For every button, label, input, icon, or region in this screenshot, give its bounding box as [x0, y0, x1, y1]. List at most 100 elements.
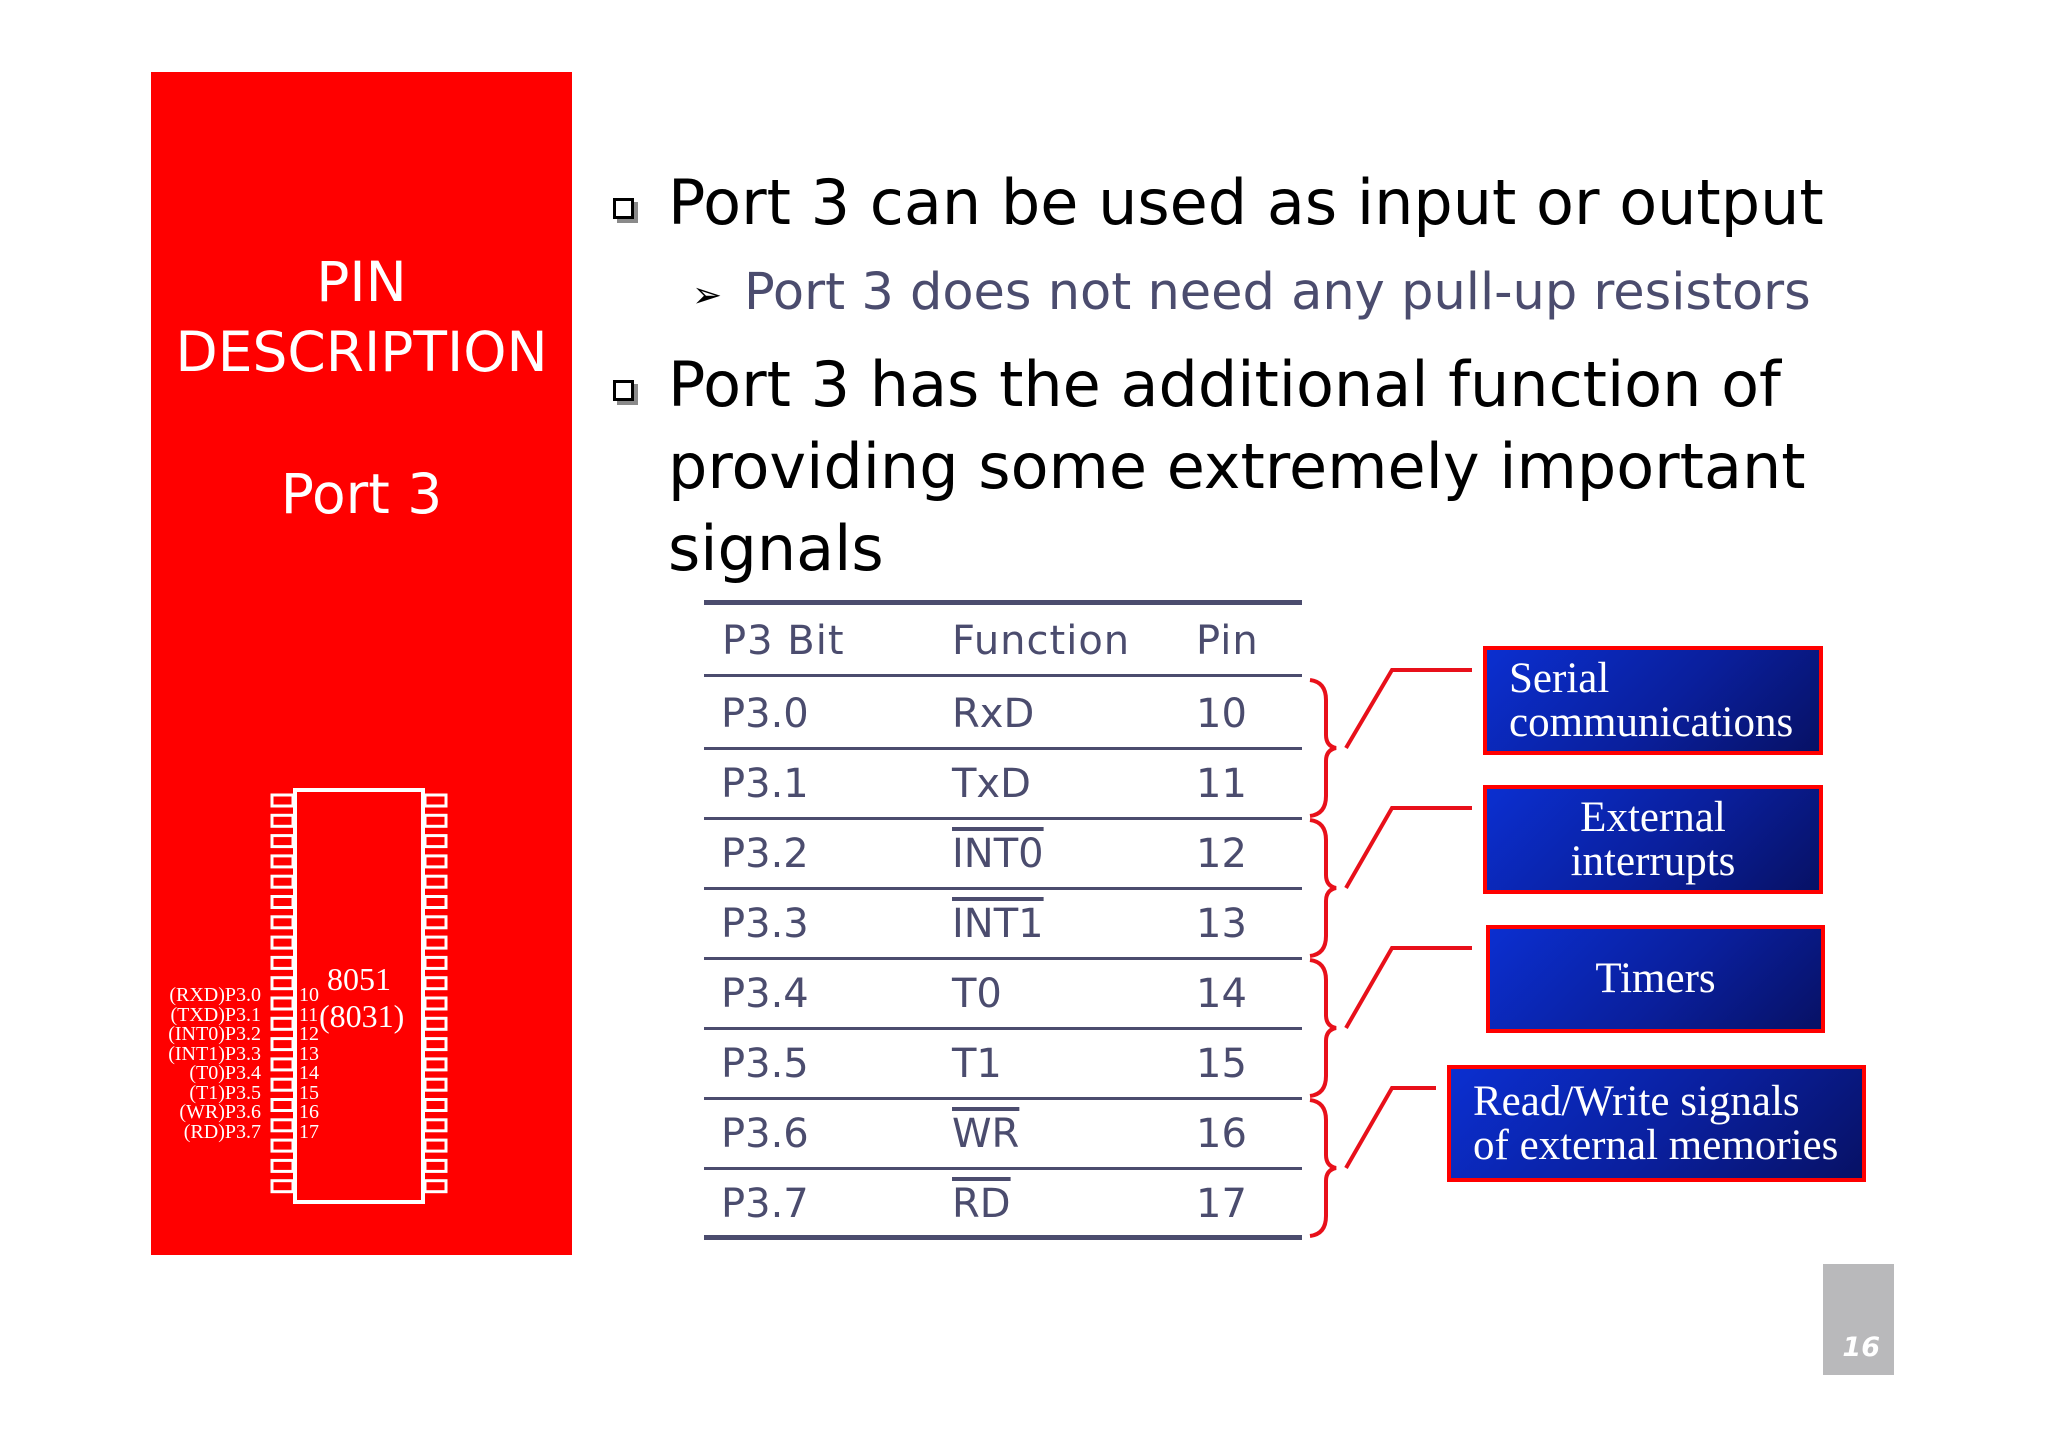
table-top-rule	[704, 600, 1302, 605]
chip-pin-label: (INT0)P3.2	[168, 1023, 261, 1045]
chip-pin-left	[270, 813, 295, 828]
page-number: 16	[1842, 1332, 1880, 1363]
table-cell-bit: P3.4	[721, 971, 809, 1017]
table-row-rule	[704, 1027, 1302, 1030]
table-cell-function: T0	[952, 971, 1002, 1017]
chip-pin-left	[270, 955, 295, 970]
table-row-rule	[704, 747, 1302, 750]
chip-pin-label: (INT1)P3.3	[168, 1042, 261, 1065]
callout-rw-line1: Read/Write signals	[1473, 1077, 1800, 1125]
table-cell-pin: 15	[1196, 1041, 1247, 1087]
chip-pin-left	[270, 996, 295, 1011]
chip-pin-right	[423, 1098, 448, 1112]
chip-pin-right	[423, 1057, 448, 1072]
table-row-rule	[704, 1167, 1302, 1170]
chip-pin-label: (TXD)P3.1	[170, 1003, 261, 1026]
chip-pin-right	[423, 935, 448, 950]
callout-serial-line1: Serial	[1509, 654, 1610, 702]
chip-pin-left	[270, 1016, 295, 1031]
bullet-2-line2: providing some extremely important	[668, 430, 1806, 503]
chip-pin-left	[270, 1057, 295, 1072]
table-header-function: Function	[952, 618, 1131, 664]
table-header-bit: P3 Bit	[722, 618, 845, 664]
table-cell-pin: 14	[1196, 971, 1247, 1017]
chip-pin-left	[270, 895, 295, 909]
table-cell-function: TxD	[952, 761, 1031, 807]
chip-body	[293, 788, 425, 1204]
table-cell-pin: 10	[1196, 691, 1247, 737]
chip-pin-label: (T1)P3.5	[189, 1081, 261, 1104]
callout-external-interrupts: External interrupts	[1483, 785, 1823, 894]
table-cell-pin: 12	[1196, 831, 1247, 877]
chip-pin-right	[423, 915, 448, 930]
table-cell-function: WR	[952, 1111, 1020, 1157]
chip-pin-right	[423, 1158, 448, 1173]
chip-pin-right	[423, 1037, 448, 1052]
callout-rw-line2: of external memories	[1473, 1121, 1839, 1169]
sidebar-subtitle: Port 3	[280, 462, 443, 526]
chip-pin-number: 12	[299, 1023, 319, 1045]
table-cell-bit: P3.6	[721, 1111, 809, 1157]
callout-serial-line2: communications	[1509, 698, 1794, 746]
chip-8051-diagram	[270, 788, 448, 1204]
chip-pin-right	[423, 793, 448, 808]
table-cell-function: T1	[952, 1041, 1002, 1087]
chip-pin-left	[270, 976, 295, 991]
chip-pin-left	[270, 1098, 295, 1112]
chip-pin-right	[423, 813, 448, 828]
table-cell-bit: P3.7	[721, 1181, 809, 1227]
bullet-marker	[613, 198, 634, 219]
table-cell-function: INT0	[952, 831, 1044, 877]
chip-pin-right	[423, 834, 448, 849]
chip-pin-right	[423, 976, 448, 991]
bullet-1: Port 3 can be used as input or output	[668, 166, 1824, 239]
sidebar-title-line2: DESCRIPTION	[175, 320, 548, 384]
table-header-pin: Pin	[1196, 618, 1259, 664]
chip-pin-number: 10	[299, 984, 319, 1006]
bullet-marker	[613, 380, 634, 401]
table-row-rule	[704, 887, 1302, 890]
callout-interrupts-line1: External	[1580, 793, 1726, 841]
table-cell-bit: P3.5	[721, 1041, 809, 1087]
chip-pin-left	[270, 1138, 295, 1153]
chip-pin-left	[270, 1037, 295, 1052]
chip-pin-number: 17	[299, 1120, 319, 1143]
chip-pin-number: 14	[299, 1062, 319, 1084]
sub-bullet-1: Port 3 does not need any pull-up resisto…	[744, 263, 1811, 322]
chip-pin-left	[270, 915, 295, 930]
sidebar-panel: PIN DESCRIPTION Port 3 8051 (8031) (RXD)…	[151, 72, 572, 1255]
table-cell-pin: 13	[1196, 901, 1247, 947]
chip-pin-right	[423, 854, 448, 869]
chip-pin-left	[270, 935, 295, 950]
page-number-tab: 16	[1823, 1264, 1894, 1375]
table-row-rule	[704, 817, 1302, 820]
chip-pin-number: 16	[299, 1101, 319, 1123]
table-cell-function: RD	[952, 1181, 1011, 1227]
table-row-rule	[704, 1097, 1302, 1100]
chip-pin-right	[423, 1118, 448, 1133]
chip-pin-left	[270, 1077, 295, 1092]
callout-timers: Timers	[1486, 925, 1825, 1033]
chip-pin-label: (T0)P3.4	[189, 1062, 261, 1084]
chip-pin-left	[270, 1118, 295, 1133]
table-cell-pin: 16	[1196, 1111, 1247, 1157]
chip-pin-number: 11	[299, 1003, 319, 1026]
callout-interrupts-line2: interrupts	[1570, 837, 1736, 885]
table-cell-bit: P3.0	[721, 691, 809, 737]
chip-alt-name: (8031)	[319, 998, 405, 1034]
chip-pin-right	[423, 1138, 448, 1153]
sidebar-title-line1: PIN	[316, 250, 407, 314]
arrow-bullet-icon: ➢	[692, 275, 723, 316]
chip-pin-label: (RD)P3.7	[183, 1120, 261, 1143]
chip-pin-left	[270, 1158, 295, 1173]
chip-pin-left	[270, 874, 295, 889]
table-cell-function: INT1	[952, 901, 1044, 947]
chip-pin-label: (WR)P3.6	[179, 1101, 261, 1123]
chip-pin-left	[270, 1179, 295, 1194]
chip-pin-right	[423, 996, 448, 1011]
chip-pin-number: 13	[299, 1042, 319, 1065]
bullet-2-line3: signals	[668, 512, 884, 585]
chip-name: 8051	[327, 961, 391, 997]
chip-pin-label: (RXD)P3.0	[169, 984, 261, 1006]
chip-pin-right	[423, 1077, 448, 1092]
